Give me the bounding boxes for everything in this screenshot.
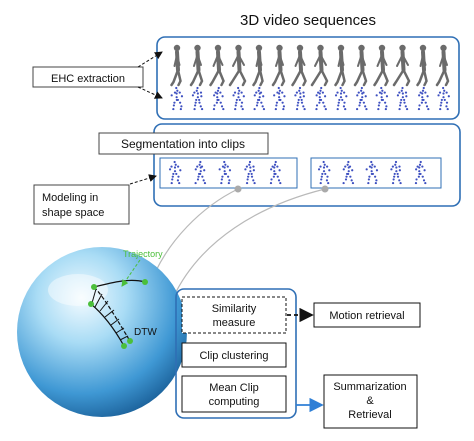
similarity-label-line1: Similarity [212,303,257,315]
clip-clustering-label: Clip clustering [199,350,268,362]
point-figure [253,86,266,111]
point-figure [390,160,402,185]
point-figure [417,86,430,111]
walker-figure [392,44,411,87]
point-figure [269,160,282,185]
clip-clustering-box [181,342,287,368]
modeling-label-line1: Modeling in [42,192,98,204]
trajectory-arrow [121,259,141,287]
point-figure [244,160,256,185]
walker-figure [373,44,389,87]
walker-figure [189,44,204,87]
mean-clip-box [181,375,287,413]
ehc-arrow-upper [137,51,163,68]
analysis-frame [175,288,297,419]
point-figure [356,86,368,111]
point-figure [375,86,389,111]
modeling-box [33,184,130,225]
shape-space-sphere [17,247,187,417]
clip-box-right [310,157,442,189]
similarity-box [181,296,287,334]
point-figure [342,160,355,185]
point-figure [365,160,379,185]
walker-figure [416,44,428,87]
walker-figure [291,44,307,87]
clips-frame [153,123,461,207]
point-figure [168,160,182,185]
point-figure [194,160,207,185]
clip-points-right [317,160,427,185]
walker-figure [334,44,346,87]
dtw-label: DTW [134,327,157,338]
mean-clip-label-line2: computing [209,396,260,408]
walker-figure [353,44,368,87]
point-figure [317,160,331,185]
ehc-extraction-box [32,66,144,88]
point-figure [170,86,184,111]
point-figure [414,160,427,185]
diagram-title: 3D video sequences [240,12,376,29]
point-figure [396,86,409,111]
clip-points-left [168,160,282,185]
similarity-label-line2: measure [213,317,256,329]
point-figure [273,86,286,111]
sequences-frame [156,36,460,120]
point-figure [294,86,306,111]
point-figure [218,160,232,185]
dtw-trajectories [88,279,148,349]
point-figure [191,86,204,111]
modeling-arrow [129,174,157,185]
point-figure [334,86,348,111]
motion-retrieval-box [313,302,421,328]
mean-clip-label-line1: Mean Clip [209,382,259,394]
summarization-label-line1: Summarization [333,381,406,393]
clip-anchor-left [234,185,242,193]
point-figure [232,86,245,111]
summarization-box [323,374,418,429]
segmentation-box [98,132,269,155]
modeling-label-line2: shape space [42,207,104,219]
walker-figure [310,44,329,87]
clip-box-left [159,157,298,189]
walker-figure [170,44,182,87]
summarization-label-line3: Retrieval [348,409,391,421]
walker-figure [209,44,225,87]
trajectory-label: Trajectory [123,249,163,259]
point-cloud-row [170,86,450,111]
sphere-highlight [48,274,108,306]
walker-figure [271,44,286,87]
ehc-extraction-label: EHC extraction [51,73,125,85]
clip-connector-right [172,188,326,299]
walker-figure [228,44,247,87]
walker-figure [252,44,264,87]
point-figure [437,86,450,111]
motion-retrieval-label: Motion retrieval [329,310,404,322]
ehc-arrow-lower [137,86,163,99]
point-figure [315,86,327,111]
summarization-label-line2: & [366,395,374,407]
clip-anchor-right [321,185,329,193]
segmentation-label: Segmentation into clips [121,137,245,151]
walker-figures-row [170,44,450,87]
point-figure [212,86,225,111]
walker-figure [435,44,450,87]
